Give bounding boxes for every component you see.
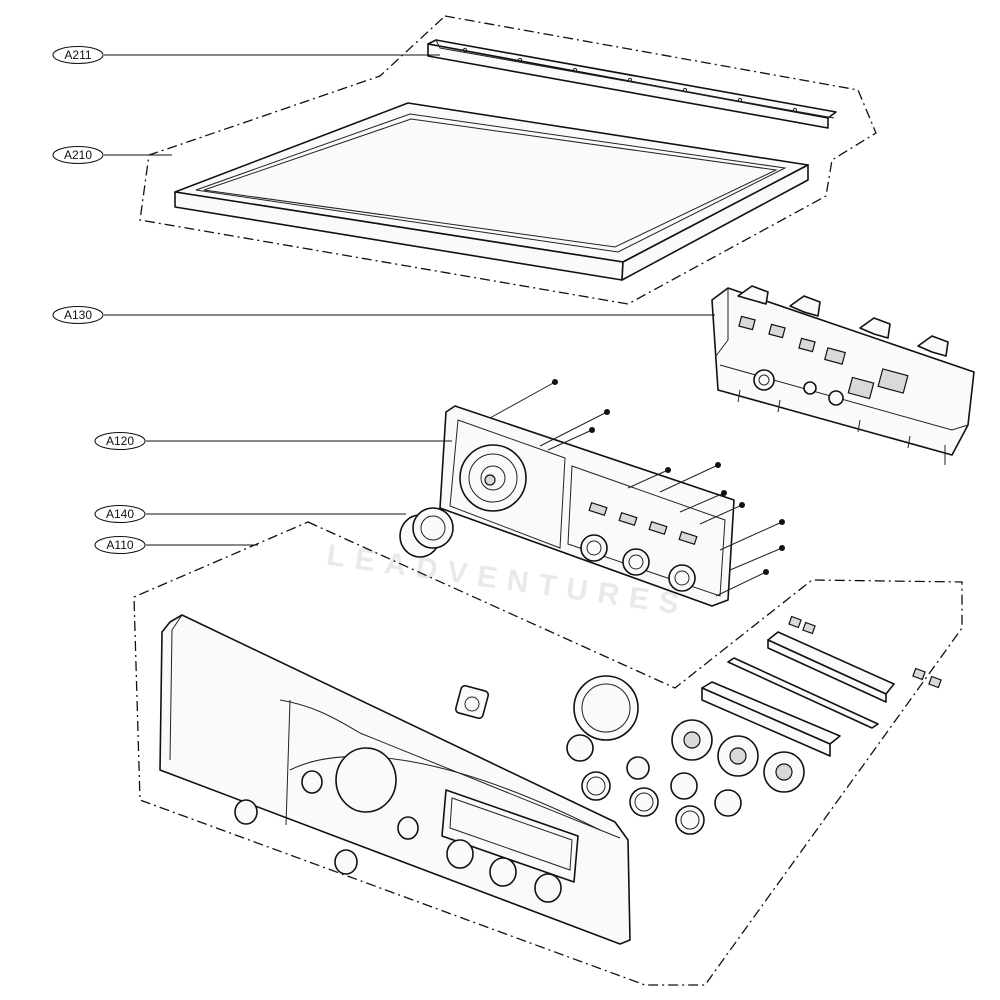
control-board-part [711, 285, 975, 465]
callout-label: A140 [106, 507, 134, 521]
control-bracket-part [439, 405, 735, 607]
callout-label: A110 [106, 538, 133, 552]
callout-A210: A210 [52, 146, 172, 164]
callout-A211: A211 [52, 46, 440, 64]
callout-label: A211 [64, 48, 91, 62]
glass-frame-part [174, 102, 809, 281]
callout-A130: A130 [52, 306, 715, 324]
screws [489, 379, 785, 597]
callout-label: A120 [106, 434, 134, 448]
knob-part [399, 507, 454, 558]
callout-label: A210 [64, 148, 92, 162]
hinge-rail-part [427, 39, 837, 129]
callout-A140: A140 [94, 505, 406, 523]
encoder-parts [671, 719, 805, 793]
button-parts [454, 675, 742, 835]
callout-A120: A120 [94, 432, 452, 450]
control-panel-fascia-part [159, 614, 631, 945]
button-strip-parts [701, 615, 942, 757]
callout-A110: A110 [94, 536, 258, 554]
callout-label: A130 [64, 308, 92, 322]
